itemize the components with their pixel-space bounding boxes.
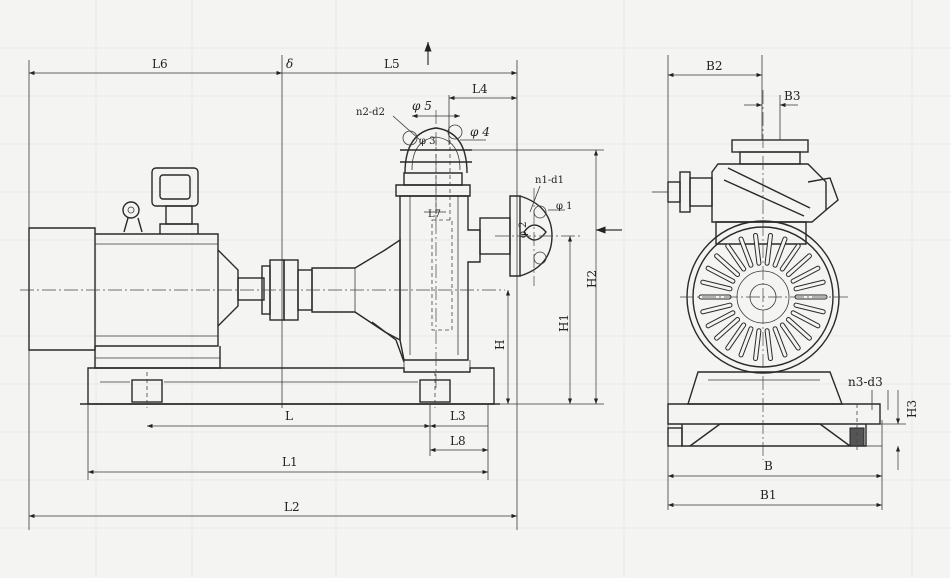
fan-slot-inner bbox=[726, 323, 746, 350]
end-view bbox=[652, 55, 906, 510]
label-n2-d2: n2-d2 bbox=[356, 107, 385, 118]
end-inlet bbox=[652, 171, 713, 213]
label-B2: B2 bbox=[706, 59, 722, 73]
fan-slot-inner bbox=[754, 329, 761, 361]
label-n3-d3: n3-d3 bbox=[848, 375, 883, 389]
label-L2: L2 bbox=[284, 500, 300, 514]
fan-slot-inner bbox=[791, 266, 820, 283]
label-B3: B3 bbox=[784, 89, 800, 103]
label-L5: L5 bbox=[384, 57, 400, 71]
fan-slot-inner bbox=[780, 244, 800, 271]
label-L8: L8 bbox=[450, 434, 466, 448]
fan-slot-inner bbox=[701, 303, 732, 314]
fan-slot-inner bbox=[706, 266, 735, 283]
fan-slot-inner bbox=[773, 237, 787, 267]
label-phi5: φ 5 bbox=[412, 99, 432, 113]
end-outlet bbox=[711, 139, 839, 223]
fan-slot-inner bbox=[726, 244, 746, 271]
fan-slot-inner bbox=[715, 318, 740, 340]
fan-slots bbox=[698, 232, 828, 362]
fan-slot-inner bbox=[739, 327, 753, 357]
fan-slot-inner bbox=[765, 233, 772, 265]
fan-slot-inner bbox=[739, 237, 753, 267]
label-n1-d1: n1-d1 bbox=[535, 175, 564, 186]
fan-slot-inner bbox=[794, 280, 825, 291]
label-phi1: φ 1 bbox=[556, 201, 573, 212]
label-phi3: φ 3 bbox=[419, 136, 436, 147]
fan-slot-inner bbox=[786, 318, 811, 340]
label-H3: H3 bbox=[905, 400, 919, 418]
fan-slot-inner bbox=[791, 311, 820, 328]
label-L3: L3 bbox=[450, 409, 466, 423]
label-L1: L1 bbox=[282, 455, 298, 469]
label-H1: H1 bbox=[557, 314, 571, 332]
label-phi4: φ 4 bbox=[470, 125, 490, 139]
fan-slot-inner bbox=[715, 254, 740, 276]
label-B: B bbox=[764, 459, 773, 473]
label-H: H bbox=[493, 340, 507, 350]
label-H2: H2 bbox=[585, 270, 599, 288]
label-L7: L7 bbox=[428, 209, 441, 220]
label-L: L bbox=[285, 409, 293, 423]
side-view bbox=[20, 42, 622, 530]
label-phi2: φ 2 bbox=[518, 221, 529, 238]
fan-slot-inner bbox=[765, 329, 772, 361]
motor bbox=[28, 167, 265, 369]
pump-bracket bbox=[311, 238, 405, 363]
fan-slot-inner bbox=[701, 280, 732, 291]
base-plate bbox=[80, 367, 500, 408]
label-L4: L4 bbox=[472, 82, 488, 96]
motor-fan-end bbox=[686, 220, 840, 374]
fan-slot-inner bbox=[706, 311, 735, 328]
fan-slot-inner bbox=[773, 327, 787, 357]
label-L6: L6 bbox=[152, 57, 168, 71]
fan-slot-inner bbox=[794, 303, 825, 314]
pump-casing bbox=[395, 140, 481, 373]
fan-slot-inner bbox=[754, 233, 761, 265]
label-B1: B1 bbox=[760, 488, 776, 502]
label-delta: δ bbox=[286, 57, 293, 71]
fan-slot-inner bbox=[780, 323, 800, 350]
fan-slot-inner bbox=[786, 254, 811, 276]
end-base bbox=[667, 371, 906, 450]
